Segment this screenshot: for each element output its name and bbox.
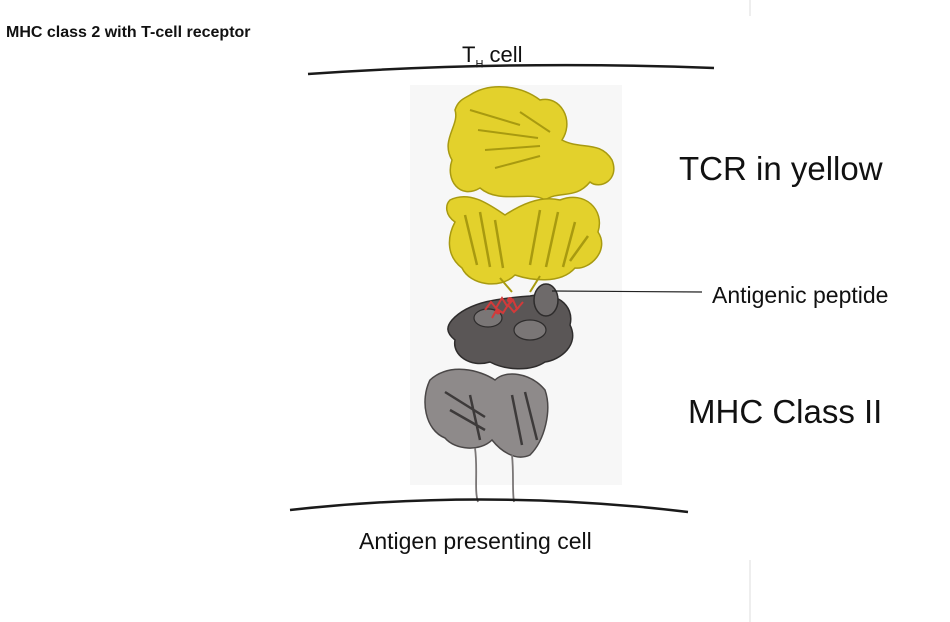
th-cell-main: T xyxy=(462,42,476,67)
th-cell-membrane xyxy=(307,63,715,76)
tcr-label: TCR in yellow xyxy=(679,150,883,187)
peptide-pointer-line xyxy=(551,290,703,293)
tcr-structure xyxy=(445,86,615,293)
figure-title: MHC class 2 with T-cell receptor xyxy=(6,24,251,41)
mhc-label: MHC Class II xyxy=(688,393,883,430)
antigenic-peptide xyxy=(484,296,524,319)
apc-label: Antigen presenting cell xyxy=(359,528,592,554)
th-cell-suffix: cell xyxy=(483,42,523,67)
mhc-structure xyxy=(424,283,574,503)
th-cell-label: TH cell xyxy=(462,42,523,70)
peptide-label: Antigenic peptide xyxy=(712,282,889,308)
apc-membrane xyxy=(289,498,689,514)
th-cell-subscript: H xyxy=(475,58,484,71)
